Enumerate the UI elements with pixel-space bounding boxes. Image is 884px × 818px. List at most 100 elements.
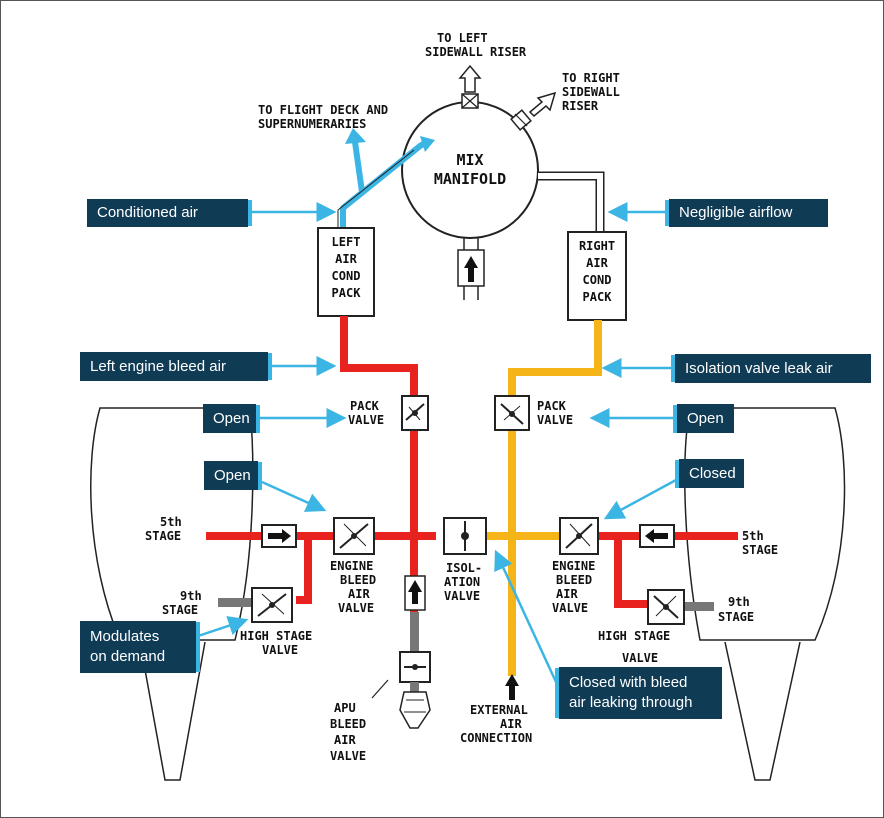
open-engine-left-leader [261,480,327,512]
ninth-stage-left-label: 9th [180,589,202,603]
open-engine-left-callout: Open [204,461,258,490]
external-air-label-1: EXTERNAL [470,703,528,717]
apu-label-2: BLEED [330,717,366,731]
mix-manifold-label-1: MIX [456,151,483,169]
mix-manifold-label-2: MANIFOLD [434,170,506,188]
open-pack-left-callout: Open [203,404,256,433]
right-9th-duct [614,536,648,608]
right-pack-label-4: PACK [583,290,613,304]
apu-label-1: APU [334,701,356,715]
pack-valve-right-label-2: VALVE [537,413,573,427]
open-pack-right-callout: Open [677,404,734,433]
apu-leader-line [371,679,389,699]
pack-valve-right-label-1: PACK [537,399,567,413]
left-engine-bleed-callout: Left engine bleed air [80,352,268,381]
to-left-sidewall-label-1: TO LEFT [437,31,488,45]
apu-bleed-valve-icon [399,651,431,729]
left-bleed-duct-pack [340,316,418,612]
left-pack-label-1: LEFT [332,235,361,249]
conditioned-air-duct [340,140,427,228]
left-9th-stub [218,598,252,607]
engine-bleed-right-label-3: AIR [556,587,578,601]
isolation-valve-icon [443,517,487,555]
up-arrow-icon [408,580,422,604]
fifth-stage-right-label: 5th [742,529,764,543]
left-engine-bleed-valve-icon [333,517,375,555]
high-stage-right-label-2: VALVE [622,651,658,665]
fifth-stage-left-label: 5th [160,515,182,529]
modulates-line-2: on demand [90,648,166,665]
left-air-cond-pack [317,227,375,317]
apu-duct [410,612,419,652]
engine-bleed-left-label-2: BLEED [340,573,376,587]
right-pack-outlet-duct [538,171,605,232]
left-pack-label-2: AIR [335,252,357,266]
pack-valve-left-label-2: VALVE [348,413,384,427]
stage-right-label: STAGE [742,543,778,557]
left-pack-valve-icon [401,395,429,431]
right-check-valve-icon [639,524,675,548]
closed-leaking-line-1: Closed with bleed [569,674,688,691]
to-flight-deck-label-2: SUPERNUMERARIES [258,117,366,131]
left-engine-exhaust [139,641,206,781]
closed-leaking-callout: Closed with bleed air leaking through [559,667,722,719]
stage-left-label: STAGE [145,529,181,543]
negligible-airflow-callout: Negligible airflow [669,199,828,227]
right-engine-exhaust [724,641,801,781]
left-pack-label-3: COND [332,269,361,283]
engine-bleed-left-label-1: ENGINE [330,559,373,573]
right-pack-label-3: COND [583,273,612,287]
closed-engine-right-callout: Closed [679,459,744,488]
up-arrow-icon [464,256,478,282]
engine-bleed-right-label-1: ENGINE [552,559,595,573]
apu-label-3: AIR [334,733,356,747]
engine-bleed-right-label-4: VALVE [552,601,588,615]
left-engine-nacelle [90,407,254,641]
conditioned-air-callout: Conditioned air [87,199,248,227]
closed-engine-right-leader [603,478,677,520]
engine-bleed-right-label-2: BLEED [556,573,592,587]
closed-leaking-leader [494,549,558,683]
left-high-stage-valve-icon [251,587,293,623]
up-arrow-icon [458,64,482,93]
to-right-sidewall-label-2: SIDEWALL [562,85,620,99]
isolation-leak-air-callout: Isolation valve leak air [675,354,871,383]
left-9th-duct [296,532,312,604]
high-stage-left-label-2: VALVE [262,643,298,657]
engine-bleed-left-label-4: VALVE [338,601,374,615]
right-engine-bleed-valve-icon [559,517,599,555]
stage9-left-label: STAGE [162,603,198,617]
isolation-label-2: ATION [444,575,480,589]
right-pack-label-2: AIR [586,256,608,270]
left-check-valve-icon [261,524,297,548]
pack-valve-left-label-1: PACK [350,399,380,413]
to-flight-deck-label-1: TO FLIGHT DECK AND [258,103,388,117]
to-right-sidewall-label-1: TO RIGHT [562,71,620,85]
high-stage-right-label-1: HIGH STAGE [598,629,670,643]
apu-label-4: VALVE [330,749,366,763]
modulates-line-1: Modulates [90,628,160,645]
to-right-sidewall-label-3: RISER [562,99,599,113]
high-stage-left-label-1: HIGH STAGE [240,629,312,643]
external-air-label-2: AIR [500,717,522,731]
to-left-sidewall-label-2: SIDEWALL RISER [425,45,527,59]
right-pack-label-1: RIGHT [579,239,615,253]
arrow-head-icon [420,136,435,152]
stage9-right-label: STAGE [718,610,754,624]
engine-bleed-left-label-3: AIR [348,587,370,601]
right-9th-stub [684,602,714,611]
up-arrow-icon [505,674,519,700]
isolation-leak-duct [508,320,602,676]
isolation-label-1: ISOL- [446,561,482,575]
modulates-leader [197,616,249,638]
isolation-label-3: VALVE [444,589,480,603]
right-high-stage-valve-icon [647,589,685,625]
diagonal-arrow-icon [528,91,557,118]
closed-leaking-line-2: air leaking through [569,694,693,711]
left-pack-label-4: PACK [332,286,362,300]
right-air-cond-pack [567,231,627,321]
external-air-label-3: CONNECTION [460,731,532,745]
right-pack-valve-icon [494,395,530,431]
up-arrow-icon [345,128,366,144]
